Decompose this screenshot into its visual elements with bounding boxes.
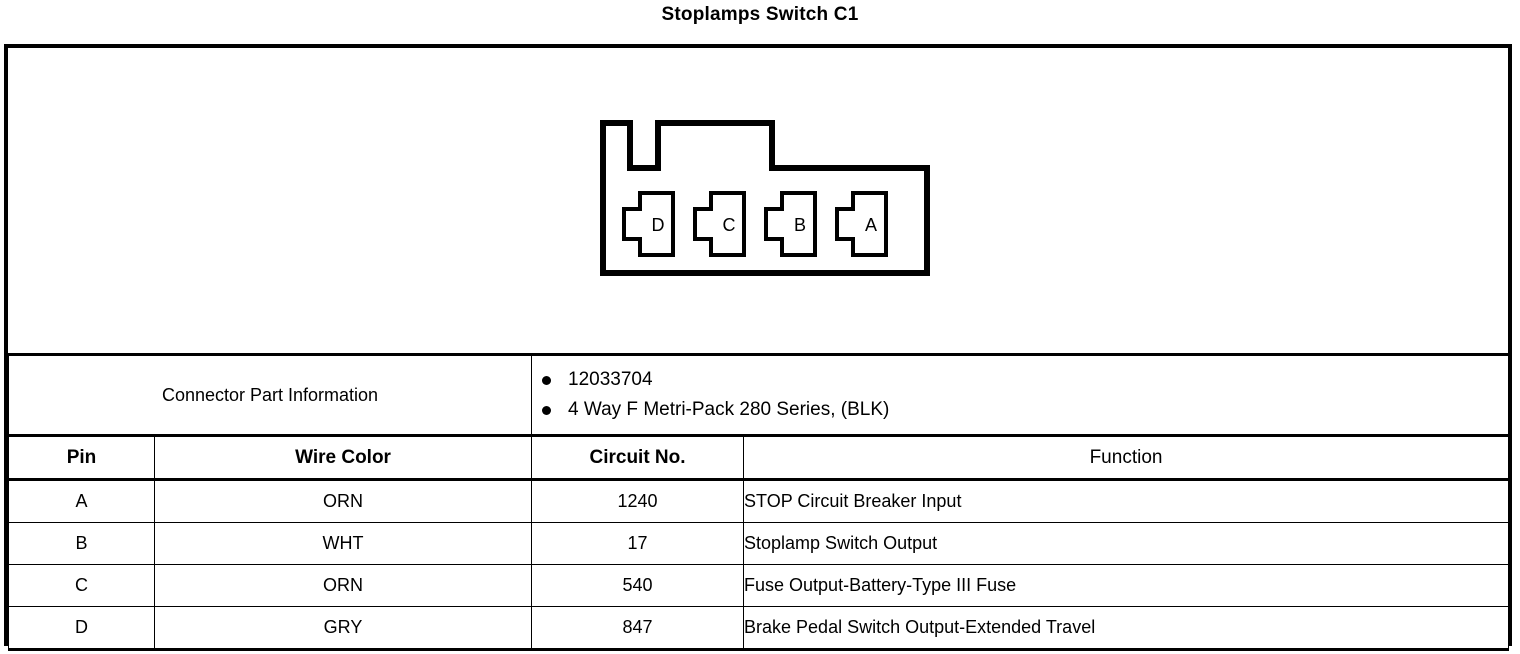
cell-circuit-no: 847 [531,606,745,651]
cell-pin: C [8,564,155,607]
bullet-icon [542,376,552,385]
cell-pin: A [8,479,155,523]
cell-wire-color: WHT [153,522,533,565]
cavity-label-b: B [793,215,806,235]
cell-circuit-no: 540 [531,564,745,607]
connector-part-information-label: Connector Part Information [7,353,533,436]
cell-function: Stoplamp Switch Output [743,522,1510,565]
connector-body-drawing: D C B A [600,120,930,276]
cell-pin: B [8,522,155,565]
column-header-function: Function [743,434,1510,481]
bullet-icon [542,406,552,415]
table-header-row: Pin Wire Color Circuit No. Function [8,434,1510,481]
cell-wire-color: ORN [153,564,533,607]
diagram-frame: D C B A Connector Part Information [4,44,1512,651]
table-row: A ORN 1240 STOP Circuit Breaker Input [8,479,1510,523]
column-header-circuit-no: Circuit No. [531,434,745,481]
page-title: Stoplamps Switch C1 [661,4,859,25]
table-row: B WHT 17 Stoplamp Switch Output [8,522,1510,565]
part-info-list: 12033704 4 Way F Metri-Pack 280 Series, … [532,365,1508,425]
column-header-pin: Pin [8,434,155,481]
cell-function: Brake Pedal Switch Output-Extended Trave… [743,606,1510,651]
column-header-wire-color: Wire Color [153,434,533,481]
table-row: C ORN 540 Fuse Output-Battery-Type III F… [8,564,1510,607]
cavity-shape-c [693,191,746,257]
part-info-item: 4 Way F Metri-Pack 280 Series, (BLK) [532,395,1508,425]
cell-pin: D [8,606,155,651]
part-info-item: 12033704 [532,365,1508,395]
connector-illustration: D C B A [8,48,1508,353]
table-row: D GRY 847 Brake Pedal Switch Output-Exte… [8,606,1510,651]
cell-circuit-no: 1240 [531,479,745,523]
cell-function: Fuse Output-Battery-Type III Fuse [743,564,1510,607]
part-info-text: 12033704 [568,369,653,390]
connector-part-information-row: Connector Part Information 12033704 4 Wa… [7,353,1510,436]
cell-wire-color: ORN [153,479,533,523]
cavity-shape-b [764,191,817,257]
cavity-label-d: D [651,215,665,235]
cavity-label-a: A [864,215,877,235]
part-info-text: 4 Way F Metri-Pack 280 Series, (BLK) [568,399,890,420]
cell-function: STOP Circuit Breaker Input [743,479,1510,523]
cell-wire-color: GRY [153,606,533,651]
cavity-label-c: C [722,215,736,235]
cavity-shape-d [622,191,675,257]
cell-circuit-no: 17 [531,522,745,565]
cavity-shape-a [835,191,888,257]
connector-part-information-values: 12033704 4 Way F Metri-Pack 280 Series, … [531,353,1510,436]
connector-data-table: Connector Part Information 12033704 4 Wa… [7,353,1510,651]
